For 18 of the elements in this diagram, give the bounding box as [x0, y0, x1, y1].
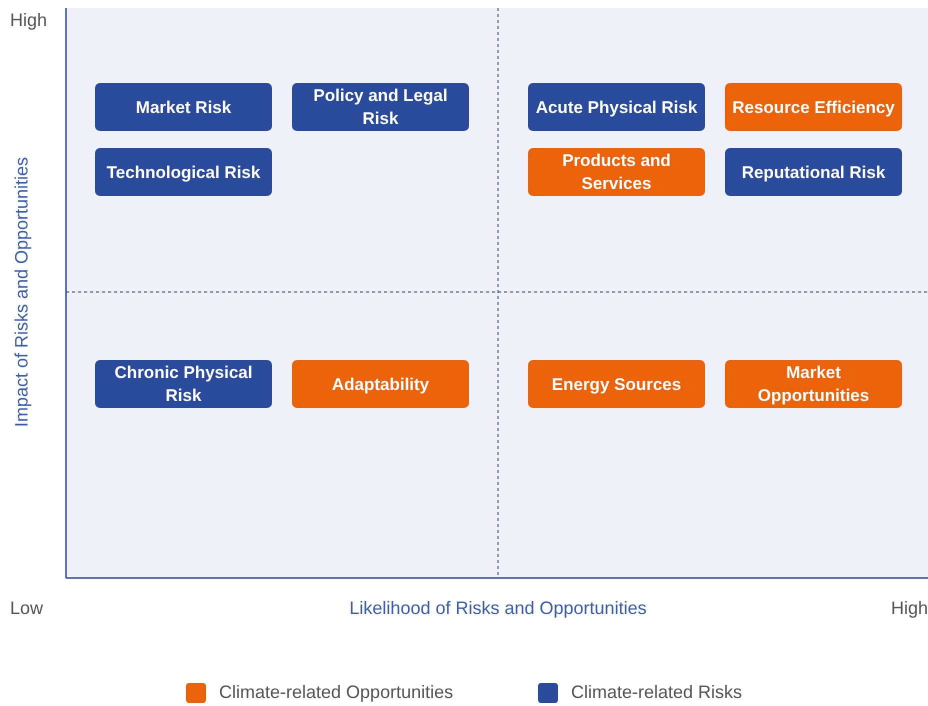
axis-title: Impact of Risks and Opportunities: [12, 156, 32, 428]
category-box: Resource Efficiency: [725, 83, 902, 131]
axis-label: High: [10, 10, 48, 31]
category-box: Policy and Legal Risk: [292, 83, 469, 131]
category-box: Adaptability: [292, 360, 469, 408]
legend-label: Climate-related Opportunities: [219, 682, 454, 703]
axis-label: High: [890, 598, 928, 619]
category-box: Technological Risk: [95, 148, 272, 196]
category-box: Market Opportunities: [725, 360, 902, 408]
category-box: Energy Sources: [528, 360, 705, 408]
category-box: Products and Services: [528, 148, 705, 196]
category-box: Market Risk: [95, 83, 272, 131]
axis-label: Low: [10, 598, 44, 619]
category-box: Acute Physical Risk: [528, 83, 705, 131]
axis-title: Likelihood of Risks and Opportunities: [349, 598, 647, 619]
category-box: Reputational Risk: [725, 148, 902, 196]
legend-label: Climate-related Risks: [571, 682, 742, 703]
category-box: Chronic Physical Risk: [95, 360, 272, 408]
